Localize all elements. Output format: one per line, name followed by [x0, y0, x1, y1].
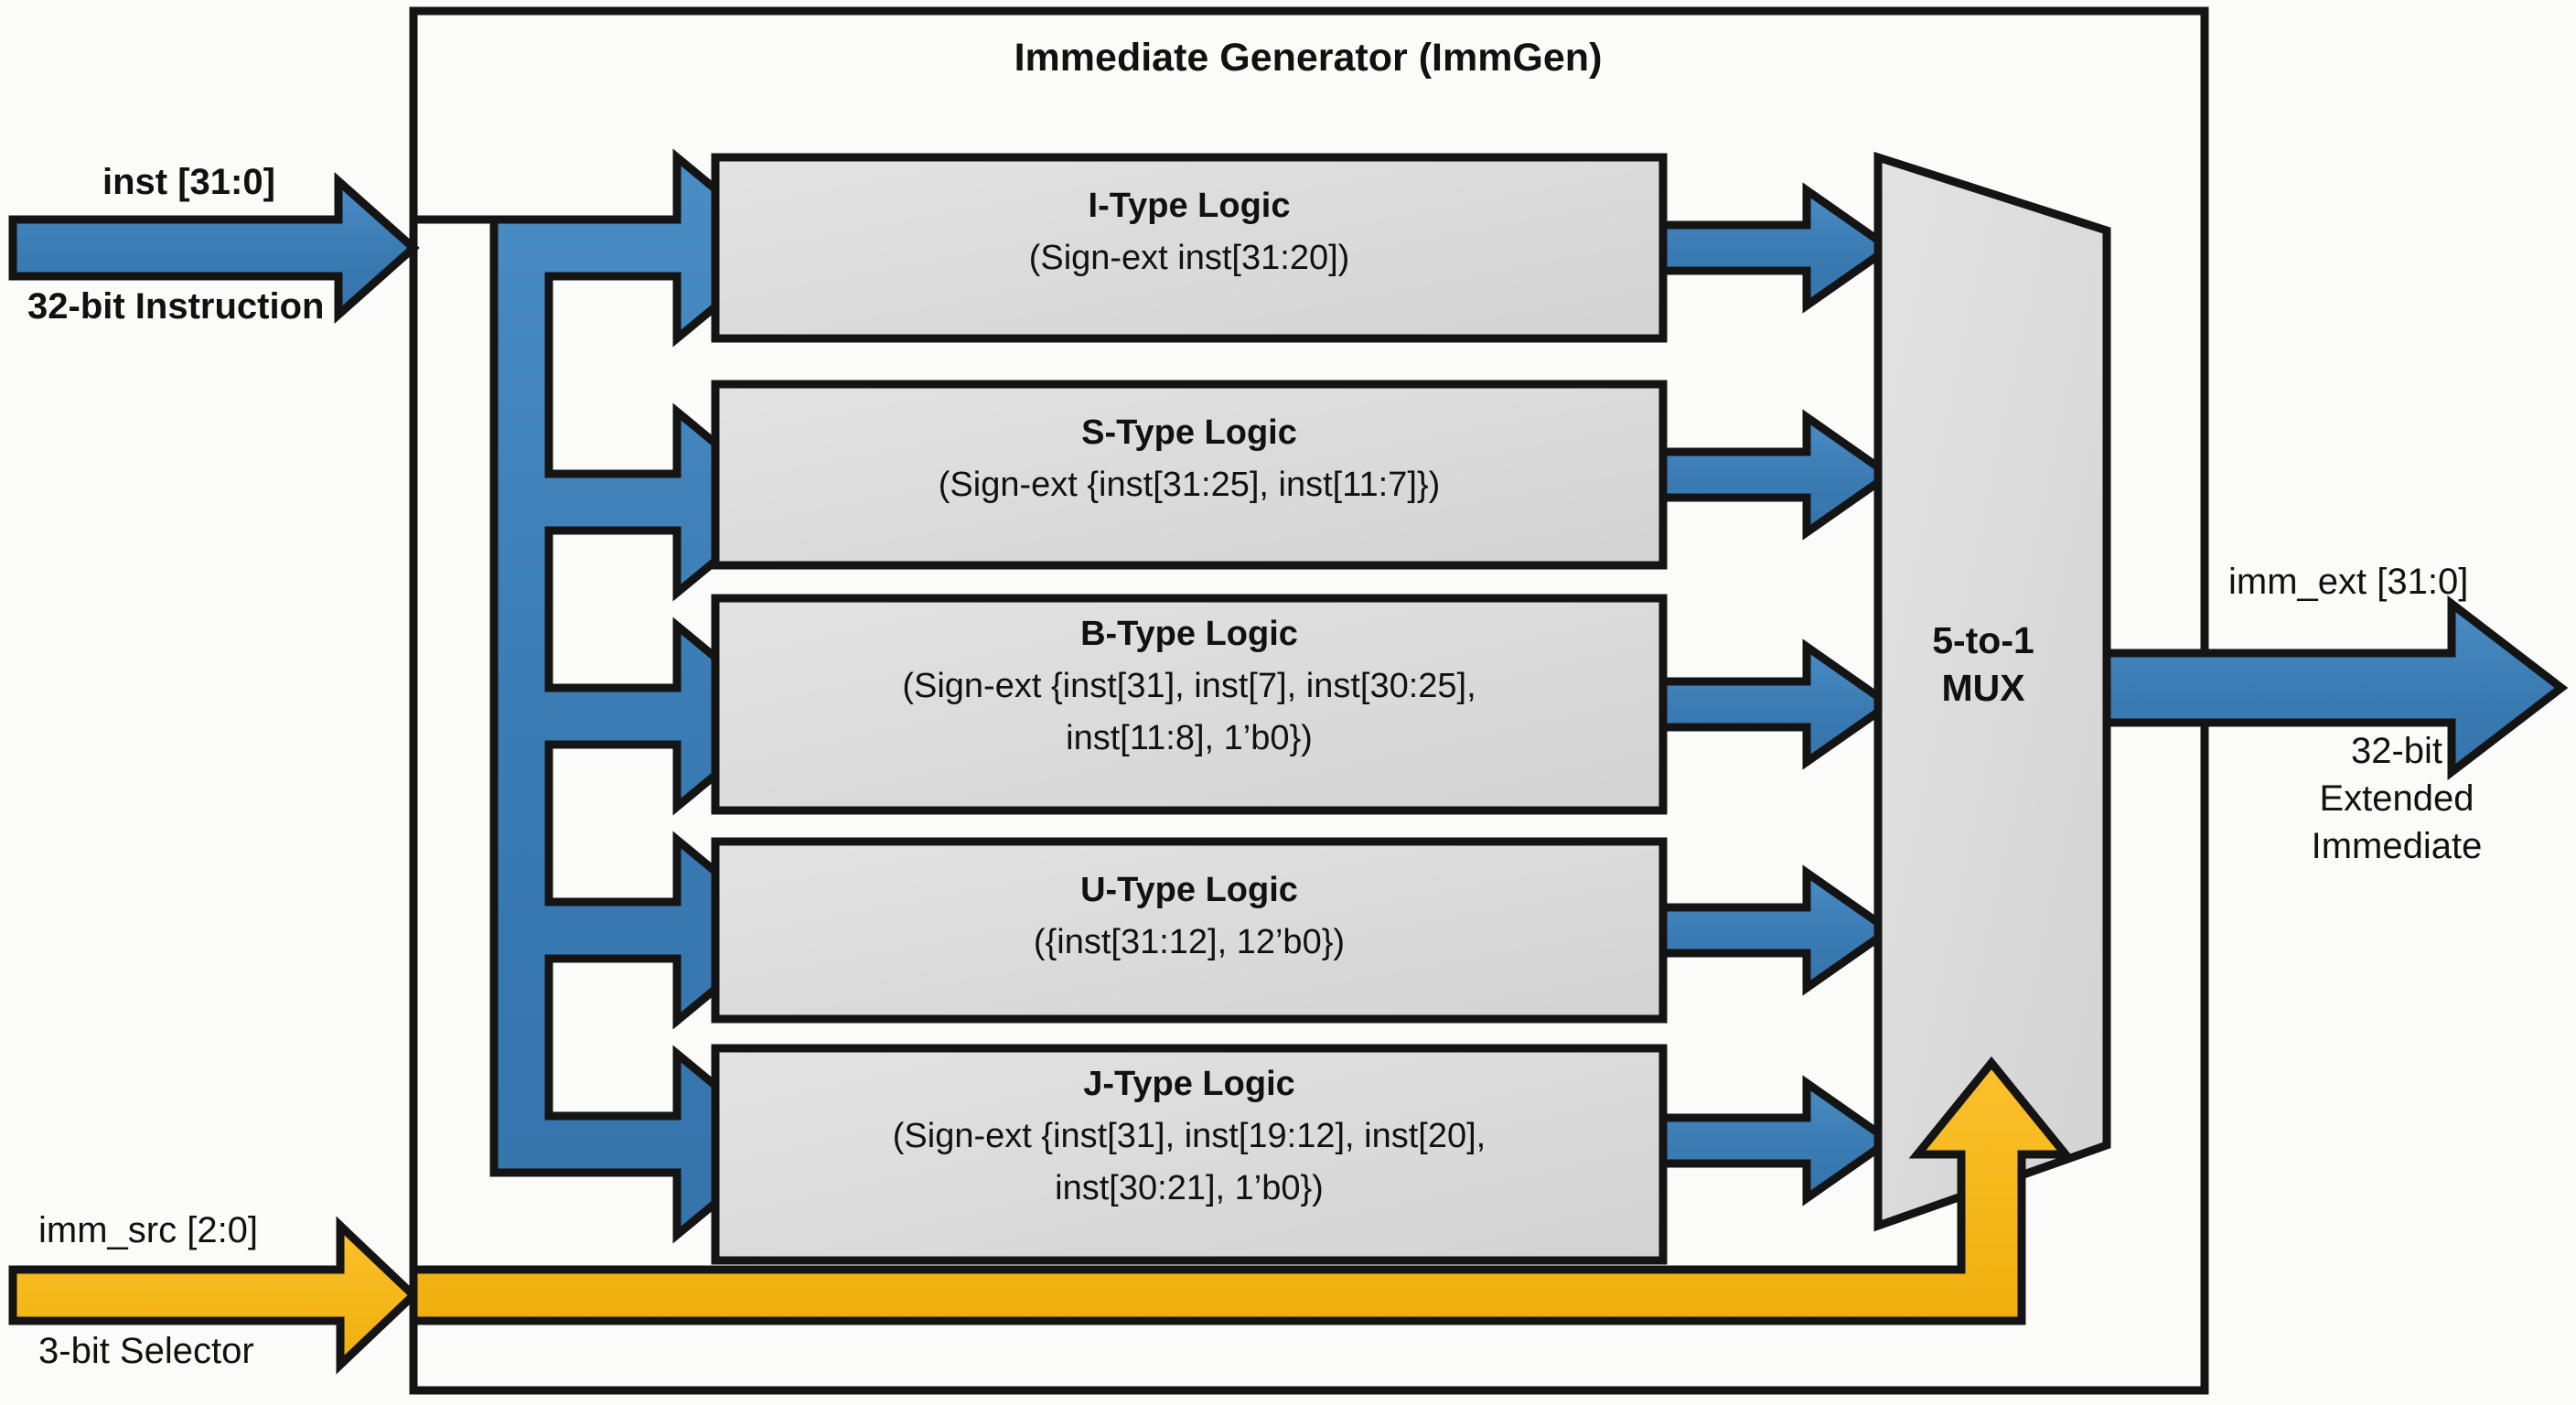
instruction-bus [413, 148, 794, 1244]
logic-block-b-type-expr-1: inst[11:8], 1’b0}) [1066, 719, 1313, 757]
imm-ext-description-line-1: Extended [2319, 778, 2474, 819]
b-type-output-arrow [1658, 638, 1896, 770]
logic-block-i-type[interactable] [711, 153, 1668, 343]
logic-block-j-type-title: J-Type Logic [1083, 1065, 1295, 1103]
imm-src-input-arrow [8, 1216, 420, 1375]
imm-ext-description-line-0: 32-bit [2350, 731, 2443, 771]
logic-block-u-type-expr-0: ({inst[31:12], 12’b0}) [1033, 923, 1346, 961]
s-type-output-arrow [1658, 409, 1896, 541]
logic-block-b-type-title: B-Type Logic [1080, 615, 1298, 653]
mux-5-to-1[interactable] [1873, 151, 2111, 1232]
j-type-output-arrow [1658, 1075, 1896, 1207]
logic-block-j-type[interactable] [711, 1044, 1668, 1265]
imm-ext-description-line-2: Immediate [2311, 826, 2483, 866]
imm-ext-signal-label: imm_ext [31:0] [2228, 562, 2469, 602]
u-type-output-arrow [1658, 864, 1896, 996]
instruction-description-label: 32-bit Instruction [27, 286, 325, 327]
i-type-output-arrow [1658, 182, 1896, 314]
logic-block-s-type[interactable] [711, 380, 1668, 570]
imm-src-signal-label: imm_src [2:0] [38, 1210, 259, 1250]
mux-label-line1: 5-to-1 [1932, 619, 2034, 661]
logic-block-s-type-title: S-Type Logic [1081, 413, 1297, 452]
instruction-input-arrow [8, 171, 420, 325]
logic-block-s-type-expr-0: (Sign-ext {inst[31:25], inst[11:7]}) [938, 466, 1441, 504]
logic-block-u-type-title: U-Type Logic [1080, 871, 1298, 909]
page-title: Immediate Generator (ImmGen) [1014, 36, 1603, 80]
logic-block-b-type-expr-0: (Sign-ext {inst[31], inst[7], inst[30:25… [902, 667, 1476, 705]
logic-block-i-type-title: I-Type Logic [1088, 187, 1291, 225]
imm-src-select-line [409, 1056, 2075, 1325]
mux-label-line2: MUX [1941, 667, 2025, 709]
logic-block-j-type-expr-1: inst[30:21], 1’b0}) [1055, 1169, 1324, 1207]
imm-ext-output-arrow [2102, 595, 2569, 781]
logic-block-i-type-expr-0: (Sign-ext inst[31:20]) [1028, 239, 1350, 277]
imm-src-description-label: 3-bit Selector [38, 1331, 254, 1371]
logic-block-j-type-expr-0: (Sign-ext {inst[31], inst[19:12], inst[2… [892, 1117, 1487, 1155]
instruction-signal-label: inst [31:0] [102, 162, 275, 202]
